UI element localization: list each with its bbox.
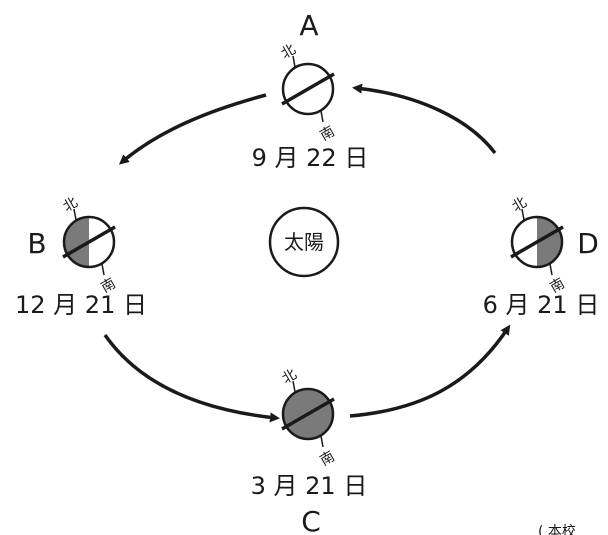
position-a-date: 9 月 22 日 — [252, 144, 369, 172]
earth-a: 北 南 — [278, 41, 337, 144]
earth-c-north-label: 北 — [279, 366, 299, 387]
position-b-letter: B — [27, 227, 46, 260]
position-b-date: 12 月 21 日 — [15, 291, 147, 319]
earth-c: 北 南 — [279, 366, 337, 469]
earth-d-axis — [510, 225, 564, 259]
earth-d-north-label: 北 — [509, 194, 529, 215]
earth-d: 北 南 — [509, 194, 567, 296]
earth-a-axis — [281, 72, 335, 106]
orbit-arrow-d-to-a — [352, 83, 497, 155]
earth-b-north-pole — [73, 208, 77, 221]
position-c-letter: C — [301, 505, 321, 535]
earth-b: 北 南 — [60, 194, 118, 296]
sun-circle — [268, 206, 340, 278]
earth-c-south-pole — [320, 435, 324, 448]
earth-b-south-pole — [101, 263, 105, 276]
position-c-date: 3 月 21 日 — [251, 472, 368, 500]
earth-a-north-label: 北 — [278, 41, 298, 62]
earth-b-north-label: 北 — [60, 194, 80, 215]
orbit-arrow-c-to-d — [349, 324, 511, 418]
earth-c-south-label: 南 — [317, 448, 337, 469]
orbit-arrow-b-to-c — [103, 333, 280, 423]
earth-a-south-label: 南 — [317, 123, 337, 144]
earth-c-axis — [281, 397, 335, 431]
earth-b-body — [62, 215, 116, 269]
earth-d-shade — [537, 217, 562, 267]
earth-b-shade — [64, 217, 89, 267]
position-a-letter: A — [299, 9, 318, 42]
earth-a-south-pole — [320, 110, 324, 123]
earth-b-south-label: 南 — [98, 275, 118, 296]
position-d-letter: D — [577, 227, 599, 260]
earth-b-axis — [62, 225, 116, 259]
position-d-date: 6 月 21 日 — [483, 291, 600, 319]
sun: 太陽 — [268, 206, 340, 278]
earth-d-body — [510, 215, 564, 269]
orbit-arrow-a-to-b — [118, 93, 267, 165]
earth-c-north-pole — [292, 380, 296, 393]
earth-d-north-pole — [521, 208, 525, 221]
earth-a-north-pole — [292, 55, 296, 68]
corner-source-text: ( 本校 — [538, 523, 576, 535]
earth-d-south-label: 南 — [547, 275, 567, 296]
earth-d-south-pole — [549, 263, 553, 276]
sun-label: 太陽 — [284, 230, 324, 254]
